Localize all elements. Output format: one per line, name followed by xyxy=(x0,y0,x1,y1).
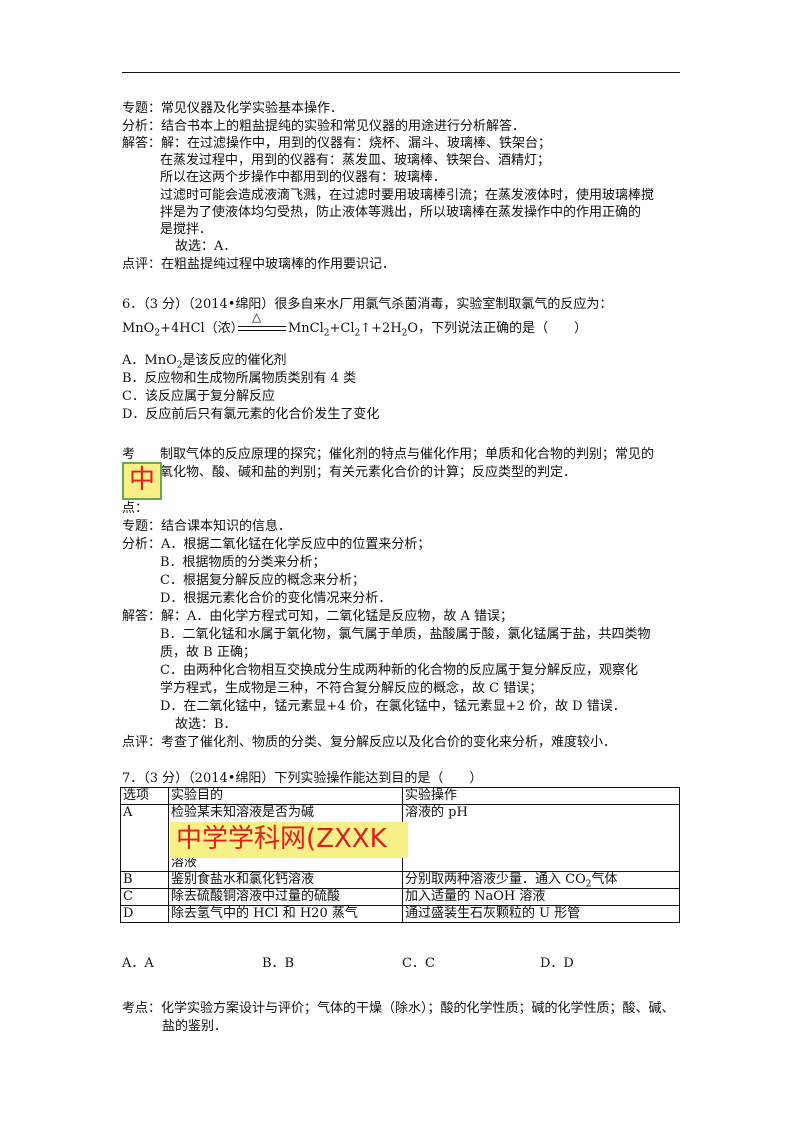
q6-analysis-2: B．根据物质的分类来分析； xyxy=(160,555,326,570)
q6-solution-4: C．由两种化合物相互交换成分生成两种新的化合物的反应属于复分解反应，观察化 xyxy=(160,663,638,678)
q5-answer-1: 解答：解：在过滤操作中，用到的仪器有：烧杯、漏斗、玻璃棒、铁架台； xyxy=(122,136,552,151)
q5-answer-4: 过滤时可能会造成液滴飞溅，在过滤时要用玻璃棒引流；在蒸发液体时，使用玻璃棒搅 xyxy=(160,188,655,203)
q6-topic: 专题：结合课本知识的信息． xyxy=(122,519,292,534)
header-operation: 实验操作 xyxy=(402,787,680,805)
row-a-operation: 溶液的 pH xyxy=(402,804,680,872)
q6-solution-6: D．在二氧化锰中，锰元素显+4 价，在氯化锰中，锰元素显+2 价，故 D 错误． xyxy=(160,699,626,714)
table-row: C 除去硫酸铜溶液中过量的硫酸 加入适量的 NaOH 溶液 xyxy=(120,888,680,906)
q5-analysis: 分析：结合书本上的粗盐提纯的实验和常见仪器的用途进行分析解答． xyxy=(122,119,526,134)
row-a-purpose-line1: 检验某未知溶液是否为碱 xyxy=(171,805,315,820)
q6-solution-2: B．二氧化锰和水属于氧化物，氯气属于单质，盐酸属于酸，氯化锰属于盐，共四类物 xyxy=(160,627,651,642)
row-c-operation: 加入适量的 NaOH 溶液 xyxy=(402,888,680,906)
row-d-option: D xyxy=(120,905,169,923)
q6-solution-1: 解答：解：A．由化学方程式可知，二氧化锰是反应物，故 A 错误； xyxy=(122,609,514,624)
q6-analysis-3: C．根据复分解反应的概念来分析； xyxy=(160,573,365,588)
q6-equation-right: MnCl2+Cl2↑+2H2O，下列说法正确的是（ ） xyxy=(288,321,588,339)
q5-comment: 点评：在粗盐提纯过程中玻璃棒的作用要识记． xyxy=(122,257,396,272)
header-option: 选项 xyxy=(120,787,169,805)
equation-sign xyxy=(238,326,286,331)
q7-stem: 7．（3 分）（2014•绵阳）下列实验操作能达到目的是（ ） xyxy=(122,771,483,786)
watermark-banner: 中学学科网(ZXXK xyxy=(170,822,408,858)
q7-choice-d: D．D xyxy=(540,956,574,971)
q6-stem: 6．（3 分）（2014•绵阳）很多自来水厂用氯气杀菌消毒，实验室制取氯气的反应… xyxy=(122,297,613,312)
q6-equation-left: MnO2+4HCl（浓） xyxy=(122,321,244,339)
q5-answer-7: 故选：A． xyxy=(175,239,237,254)
row-b-purpose: 鉴别食盐水和氯化钙溶液 xyxy=(168,871,403,889)
q6-keypoint-label-2: 点： xyxy=(122,501,149,516)
q6-solution-7: 故选：B． xyxy=(175,717,237,732)
row-d-purpose: 除去氢气中的 HCl 和 H20 蒸气 xyxy=(168,905,403,923)
row-b-option: B xyxy=(120,871,169,889)
heat-condition: △ xyxy=(252,310,262,324)
header-purpose: 实验目的 xyxy=(168,787,403,805)
row-a-option: A xyxy=(120,804,169,872)
q6-solution-5: 学方程式，生成物是三种，不符合复分解反应的概念，故 C 错误； xyxy=(160,681,543,696)
q7-keypoint-1: 考点：化学实验方案设计与评价；气体的干燥（除水）；酸的化学性质；碱的化学性质；酸… xyxy=(122,1001,675,1016)
q7-choice-b: B．B xyxy=(262,956,295,971)
q6-solution-3: 质，故 B 正确； xyxy=(160,645,256,660)
q7-options-table: 选项 实验目的 实验操作 A 检验某未知溶液是否为碱 溶液 溶液的 pH B 鉴… xyxy=(120,787,680,923)
row-d-operation: 通过盛装生石灰颗粒的 U 形管 xyxy=(402,905,680,923)
q6-analysis-4: D．根据元素化合价的变化情况来分析． xyxy=(160,591,392,606)
table-row: B 鉴别食盐水和氯化钙溶液 分别取两种溶液少量．通入 CO2气体 xyxy=(120,871,680,889)
q6-option-b: B．反应物和生成物所属物质类别有 4 类 xyxy=(122,371,357,386)
table-row: D 除去氢气中的 HCl 和 H20 蒸气 通过盛装生石灰颗粒的 U 形管 xyxy=(120,905,680,923)
header-rule xyxy=(122,72,680,73)
table-header-row: 选项 实验目的 实验操作 xyxy=(120,787,680,805)
q6-keypoint-2: 氧化物、酸、碱和盐的判别；有关元素化合价的计算；反应类型的判定． xyxy=(160,465,577,480)
q5-answer-3: 所以在这两个步操作中都用到的仪器有：玻璃棒． xyxy=(160,170,447,185)
q6-option-a: A．MnO2是该反应的催化剂 xyxy=(122,353,287,371)
row-c-purpose: 除去硫酸铜溶液中过量的硫酸 xyxy=(168,888,403,906)
watermark-stamp: 中 xyxy=(122,462,162,500)
q6-analysis-1: 分析：A．根据二氧化锰在化学反应中的位置来分析； xyxy=(122,537,431,552)
row-b-operation: 分别取两种溶液少量．通入 CO2气体 xyxy=(402,871,680,889)
q7-choice-c: C．C xyxy=(402,956,435,971)
q6-option-d: D．反应前后只有氯元素的化合价发生了变化 xyxy=(122,407,380,422)
q5-answer-6: 是搅拌． xyxy=(160,222,213,237)
row-a-purpose-line2: 溶液 xyxy=(171,855,198,870)
q6-keypoint-label: 考 xyxy=(122,447,136,462)
row-c-option: C xyxy=(120,888,169,906)
q5-topic: 专题：常见仪器及化学实验基本操作． xyxy=(122,101,344,116)
q6-keypoint-1: 制取气体的反应原理的探究；催化剂的特点与催化作用；单质和化合物的判别；常见的 xyxy=(160,447,655,462)
q7-keypoint-2: 盐的鉴别． xyxy=(162,1019,228,1034)
q5-answer-2: 在蒸发过程中，用到的仪器有：蒸发皿、玻璃棒、铁架台、酒精灯； xyxy=(160,153,551,168)
q7-choice-a: A．A xyxy=(122,956,154,971)
q6-option-c: C．该反应属于复分解反应 xyxy=(122,389,275,404)
q6-comment: 点评：考查了催化剂、物质的分类、复分解反应以及化合价的变化来分析，难度较小． xyxy=(122,735,617,750)
q5-answer-5: 拌是为了使液体均匀受热，防止液体等溅出，所以玻璃棒在蒸发操作中的作用正确的 xyxy=(160,205,642,220)
